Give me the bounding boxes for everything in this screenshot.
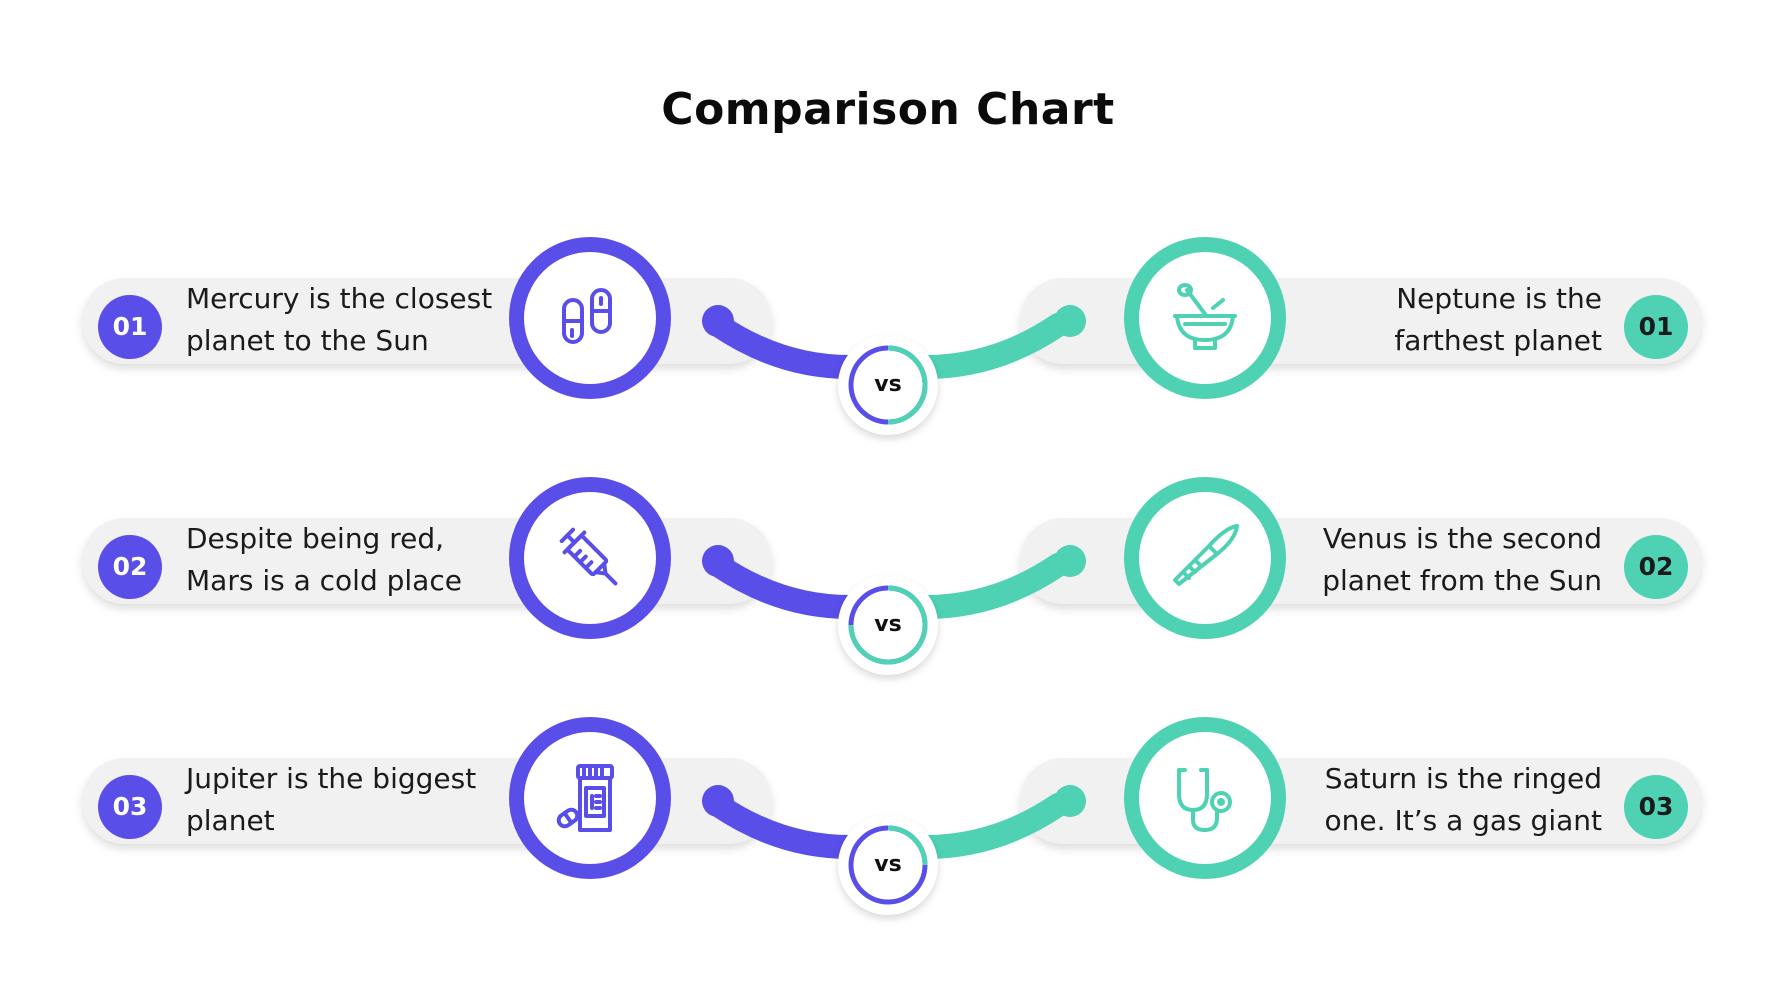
- stethoscope-icon: [1177, 768, 1232, 832]
- page-title: Comparison Chart: [661, 84, 1115, 135]
- comparison-row-2: 02 Despite being red, Mars is a cold pla…: [0, 477, 1776, 717]
- left-icon-ring: [509, 717, 671, 879]
- right-pill-1: Neptune is the farthest planet 01: [1020, 278, 1702, 364]
- left-description: Despite being red, Mars is a cold place: [186, 522, 462, 597]
- left-description: Jupiter is the biggest planet: [186, 762, 477, 837]
- vs-connector-curve: [706, 313, 1070, 379]
- comparison-row-3: 03 Jupiter is the biggest planet Saturn …: [0, 717, 1776, 957]
- vs-label: vs: [874, 852, 902, 877]
- vs-progress-ring: [848, 345, 928, 425]
- pills-icon: [562, 288, 612, 344]
- vs-progress-ring: [848, 585, 928, 665]
- vs-badge: vs: [838, 335, 938, 435]
- left-number-badge: 02: [98, 535, 162, 599]
- right-description: Neptune is the farthest planet: [1394, 282, 1602, 357]
- left-number-badge: 01: [98, 295, 162, 359]
- right-number-badge: 01: [1624, 295, 1688, 359]
- left-icon-ring: [509, 237, 671, 399]
- right-icon-ring: [1124, 717, 1286, 879]
- right-icon-ring: [1124, 237, 1286, 399]
- right-number-badge: 02: [1624, 535, 1688, 599]
- vs-badge: vs: [838, 815, 938, 915]
- vs-progress-ring: [848, 825, 928, 905]
- right-pill-3: Saturn is the ringed one. It’s a gas gia…: [1020, 758, 1702, 844]
- syringe-icon: [559, 527, 618, 586]
- right-number-badge: 03: [1624, 775, 1688, 839]
- comparison-row-1: 01 Mercury is the closest planet to the …: [0, 237, 1776, 477]
- vs-connector-curve: [706, 793, 1070, 859]
- vs-connector-curve: [706, 553, 1070, 619]
- scalpel-icon: [1173, 524, 1239, 586]
- left-number-badge: 03: [98, 775, 162, 839]
- vs-label: vs: [874, 612, 902, 637]
- medicine-bottle-icon: [556, 764, 614, 832]
- right-pill-2: Venus is the second planet from the Sun …: [1020, 518, 1702, 604]
- vs-label: vs: [874, 372, 902, 397]
- vs-badge: vs: [838, 575, 938, 675]
- left-icon-ring: [509, 477, 671, 639]
- right-description: Saturn is the ringed one. It’s a gas gia…: [1324, 762, 1602, 837]
- mortar-pestle-icon: [1173, 283, 1237, 350]
- left-description: Mercury is the closest planet to the Sun: [186, 282, 493, 357]
- right-description: Venus is the second planet from the Sun: [1322, 522, 1602, 597]
- right-icon-ring: [1124, 477, 1286, 639]
